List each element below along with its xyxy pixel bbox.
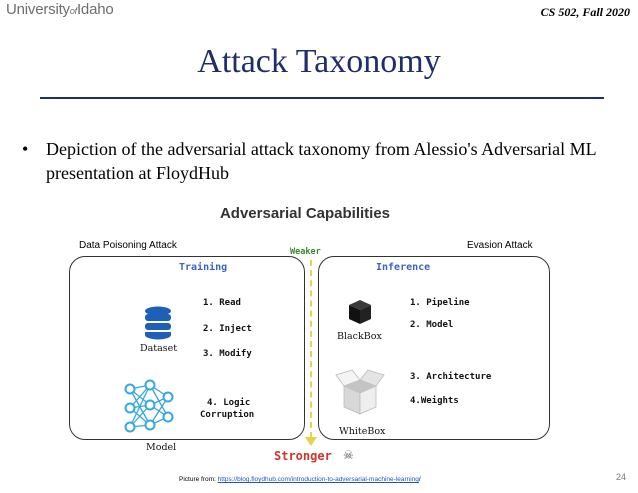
- training-item-modify: 3. Modify: [203, 349, 252, 359]
- inference-item-pipeline: 1. Pipeline: [410, 298, 470, 308]
- dataset-caption: Dataset: [140, 343, 178, 354]
- figure-title: Adversarial Capabilities: [219, 205, 391, 222]
- inference-item-model: 2. Model: [410, 320, 454, 330]
- training-box: [69, 256, 305, 440]
- blackbox-caption: BlackBox: [337, 331, 382, 342]
- bullet-text: Depiction of the adversarial attack taxo…: [46, 139, 596, 183]
- training-item-logic: 4. Logic: [207, 398, 251, 408]
- bullet-marker: •: [22, 139, 29, 159]
- weaker-label: Weaker: [290, 247, 321, 257]
- training-item-read: 1. Read: [203, 298, 241, 308]
- title-divider: [40, 97, 604, 99]
- strength-arrow-line: [310, 260, 312, 438]
- training-heading: Training: [179, 262, 228, 273]
- whitebox-caption: WhiteBox: [339, 426, 386, 437]
- course-label: CS 502, Fall 2020: [540, 5, 630, 19]
- skull-icon: ☠: [343, 448, 354, 462]
- neural-network-icon: [124, 379, 174, 433]
- strength-arrow-head: [305, 437, 317, 446]
- inference-box: [318, 256, 550, 440]
- university-logo: UniversityofIdaho: [6, 1, 114, 18]
- inference-item-weights: 4.Weights: [410, 396, 459, 406]
- stronger-label: Stronger: [274, 449, 332, 463]
- inference-item-architecture: 3. Architecture: [410, 372, 492, 382]
- model-caption: Model: [146, 442, 177, 453]
- open-box-icon: [335, 369, 385, 415]
- slide-title: Attack Taxonomy: [197, 43, 441, 80]
- black-cube-icon: [349, 300, 371, 324]
- evasion-label: Evasion Attack: [467, 240, 533, 251]
- page-number: 24: [615, 472, 626, 482]
- inference-heading: Inference: [376, 262, 431, 273]
- data-poisoning-label: Data Poisoning Attack: [79, 240, 177, 251]
- source-link[interactable]: https://blog.floydhub.com/introduction-t…: [217, 476, 419, 483]
- training-item-inject: 2. Inject: [203, 324, 252, 334]
- training-item-corruption: Corruption: [200, 410, 255, 420]
- picture-credit: Picture from: https://blog.floydhub.com/…: [179, 476, 421, 483]
- database-icon: [145, 306, 171, 340]
